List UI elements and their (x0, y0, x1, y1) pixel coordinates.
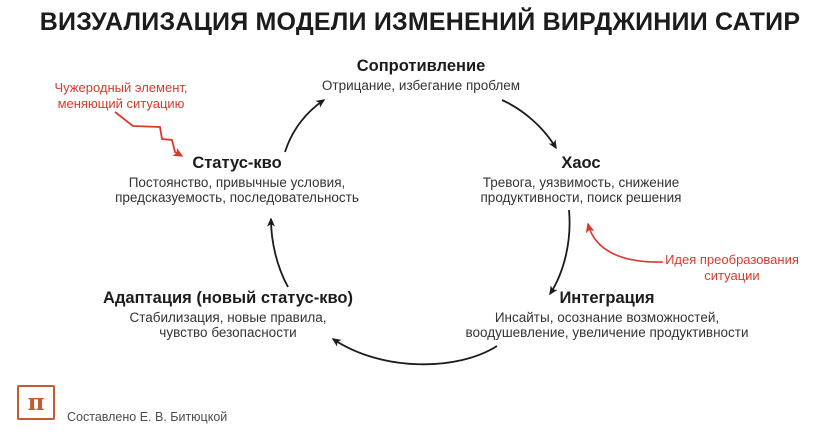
arrow-adaptation-to-statusquo-icon (267, 217, 289, 288)
stage-chaos: Хаос Тревога, уязвимость, снижение проду… (476, 154, 686, 205)
stage-description: Инсайты, осознание возможностей, воодуше… (465, 310, 749, 341)
stage-integration: Интеграция Инсайты, осознание возможност… (465, 289, 750, 340)
stage-statusquo: Статус-кво Постоянство, привычные услови… (115, 154, 360, 205)
stage-label: Интеграция (559, 289, 655, 307)
stage-description: Постоянство, привычные условия, предсказ… (115, 175, 359, 206)
page-title: ВИЗУАЛИЗАЦИЯ МОДЕЛИ ИЗМЕНЕНИЙ ВИРДЖИНИИ … (39, 8, 801, 36)
stage-description: Отрицание, избегание проблем (321, 78, 521, 94)
stage-resistance: Сопротивление Отрицание, избегание пробл… (322, 57, 520, 93)
stage-label: Статус-кво (192, 154, 282, 172)
pi-logo-glyph-icon: π (27, 389, 45, 416)
annotation-transformation-idea: Идея преобразования ситуации (665, 252, 799, 283)
zigzag-arrow-foreign-element-icon (114, 111, 184, 157)
arrow-statusquo-to-resistance-icon (284, 99, 326, 153)
stage-label: Адаптация (новый статус-кво) (103, 289, 353, 307)
curved-arrow-transformation-idea-icon (585, 222, 664, 263)
pi-logo: π (17, 385, 55, 420)
stage-adaptation: Адаптация (новый статус-кво) Стабилизаци… (103, 289, 353, 340)
stage-description: Стабилизация, новые правила, чувство без… (129, 310, 327, 341)
annotation-foreign-element: Чужеродный элемент, меняющий ситуацию (54, 80, 188, 111)
stage-label: Хаос (561, 154, 601, 172)
arrow-integration-to-adaptation-icon (331, 338, 498, 366)
stage-description: Тревога, уязвимость, снижение продуктивн… (480, 175, 682, 206)
stage-label: Сопротивление (356, 57, 486, 75)
credit-text: Составлено Е. В. Битюцкой (67, 410, 228, 424)
arrow-resistance-to-chaos-icon (501, 99, 557, 150)
arrow-chaos-to-integration-icon (549, 209, 571, 296)
